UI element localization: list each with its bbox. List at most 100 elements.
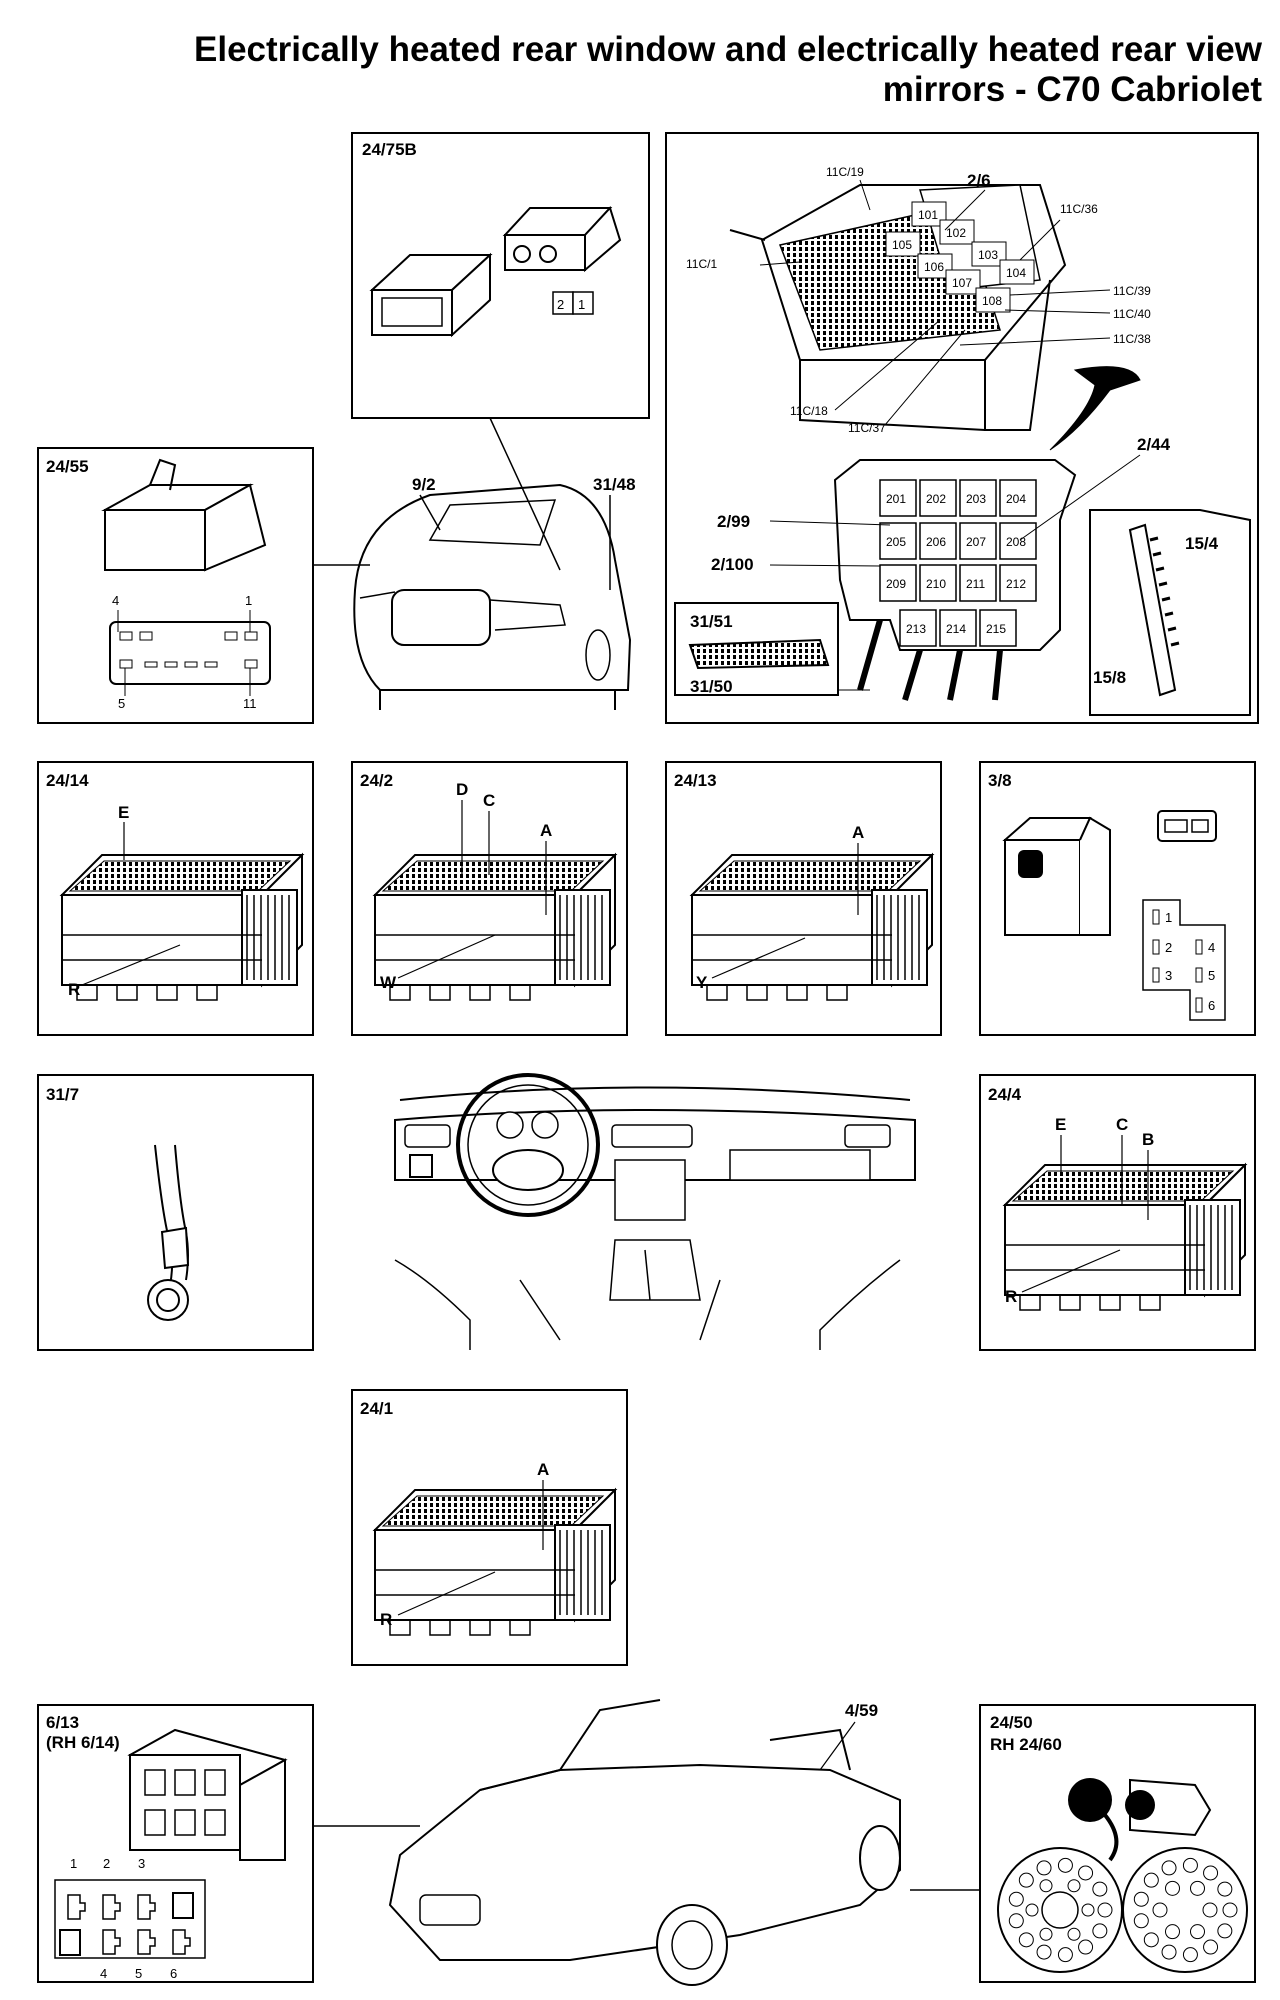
panel-frame — [979, 761, 1256, 1036]
fuse-slot — [999, 522, 1037, 560]
fuse-label: 212 — [1006, 577, 1026, 591]
pin-label: 4 — [1208, 940, 1215, 955]
fusebox-ref: 2/6 — [967, 171, 991, 190]
panel-frame — [351, 761, 628, 1036]
panel-frame — [665, 132, 1259, 724]
socket-pin — [1203, 1865, 1219, 1881]
pin-label: 3 — [138, 1856, 145, 1871]
connector-24-75b-plug — [369, 252, 493, 338]
socket-pin — [1152, 1902, 1168, 1918]
component-24-50-panel: 24/50 RH 24/60 — [979, 1704, 1256, 1983]
relay-label: 108 — [982, 294, 1002, 308]
socket-pin — [1036, 1860, 1052, 1876]
fuse-label: 214 — [946, 622, 966, 636]
relay-label: 102 — [946, 226, 966, 240]
connector-block — [374, 1489, 616, 1636]
socket-pin — [1067, 1879, 1081, 1893]
socket-pin — [1161, 1944, 1177, 1960]
fuse-slot — [979, 609, 1017, 647]
pin-label: 1 — [1165, 910, 1172, 925]
fusebox-ref: 11C/38 — [1113, 332, 1151, 346]
component-id-6-13: 6/13 — [46, 1713, 79, 1732]
fuse-label: 209 — [886, 577, 906, 591]
relay-grid: 101 102 103 104 105 106 107 108 — [885, 201, 1035, 313]
socket-pin — [1057, 1947, 1073, 1963]
relay-label: 106 — [924, 260, 944, 274]
socket-pin-pattern — [1008, 1857, 1238, 1963]
pin-label: 6 — [1208, 998, 1215, 1013]
socket-pin — [1092, 1923, 1108, 1939]
socket-pin — [1025, 1903, 1039, 1917]
fuse-label: 215 — [986, 622, 1006, 636]
component-id-15-4: 15/4 — [1185, 534, 1219, 553]
socket-pin — [1008, 1891, 1024, 1907]
pin-label: 3 — [1165, 968, 1172, 983]
fuse-label: 206 — [926, 535, 946, 549]
component-24-14-panel: 24/14 E R — [37, 761, 314, 1036]
panel-frame — [37, 761, 314, 1036]
fuse-label: 211 — [966, 577, 985, 591]
component-sub-id-24-60: RH 24/60 — [990, 1735, 1062, 1754]
socket-pin — [1222, 1902, 1238, 1918]
socket-pin — [1018, 1932, 1034, 1948]
pin-label: 1 — [578, 297, 585, 312]
fuse-slot — [899, 609, 937, 647]
component-id-9-2: 9/2 — [412, 475, 436, 494]
component-6-13-panel: 6/13 (RH 6/14) 1 2 3 4 5 6 — [37, 1704, 314, 1983]
fuse-slot — [879, 564, 917, 602]
socket-pin — [1057, 1857, 1073, 1873]
socket-pin — [1182, 1947, 1198, 1963]
cavity-mark: E — [118, 803, 129, 822]
relay-label: 103 — [978, 248, 998, 262]
socket-pin — [1036, 1944, 1052, 1960]
component-sub-id-6-14: (RH 6/14) — [46, 1733, 120, 1752]
ground-cable-31-7 — [147, 1144, 190, 1321]
fusebox-ref: 11C/36 — [1060, 202, 1098, 216]
fuse-slot — [959, 564, 997, 602]
socket-pin — [1143, 1872, 1159, 1888]
socket-pin — [1182, 1857, 1198, 1873]
pin-map-24-55: 4 1 5 11 — [109, 593, 271, 711]
pin-label: 2 — [103, 1856, 110, 1871]
pin-label: 1 — [245, 593, 252, 608]
fuse-label: 210 — [926, 577, 946, 591]
socket-pin — [1097, 1902, 1113, 1918]
fusebox-ref: 2/99 — [717, 512, 750, 531]
socket-pin — [1133, 1913, 1149, 1929]
component-id-24-13: 24/13 — [674, 771, 717, 790]
pin-label: 1 — [70, 1856, 77, 1871]
socket-pin — [1039, 1879, 1053, 1893]
fusebox-ref: 11C/37 — [848, 421, 886, 435]
component-fusebox-panel: 11C/19 2/6 11C/36 11C/1 11C/39 11C/40 11… — [665, 132, 1259, 724]
socket-pin — [1190, 1924, 1205, 1940]
cavity-mark: Y — [696, 973, 708, 992]
title-line-2: mirrors - C70 Cabriolet — [882, 70, 1262, 109]
panel-frame — [351, 1389, 628, 1666]
fuse-slot — [879, 479, 917, 517]
component-id-24-2: 24/2 — [360, 771, 393, 790]
connector-block — [1004, 1164, 1246, 1311]
pin-label: 2 — [1165, 940, 1172, 955]
socket-pin — [1161, 1860, 1177, 1876]
pin-map-3-8: 1 2 3 4 5 6 — [1142, 899, 1226, 1021]
title-line-1: Electrically heated rear window and elec… — [194, 30, 1262, 69]
panel-frame — [979, 1704, 1256, 1983]
component-id-24-4: 24/4 — [988, 1085, 1022, 1104]
cavity-mark: R — [1005, 1287, 1017, 1306]
relay-label: 107 — [952, 276, 972, 290]
cavity-mark: A — [540, 821, 552, 840]
fusebox-ref: 11C/1 — [686, 257, 717, 271]
cavity-mark: E — [1055, 1115, 1066, 1134]
panel-frame — [351, 132, 650, 419]
cavity-mark: C — [483, 791, 495, 810]
fusebox-housing — [729, 184, 1067, 431]
panel-frame — [37, 447, 314, 724]
socket-pin — [1143, 1932, 1159, 1948]
component-id-31-48: 31/48 — [593, 475, 636, 494]
fuse-slot — [999, 564, 1037, 602]
component-15-4-15-8: 15/4 15/8 — [1089, 509, 1251, 716]
cavity-mark: A — [537, 1460, 549, 1479]
fuse-label: 207 — [966, 535, 986, 549]
fuse-label: 213 — [906, 622, 926, 636]
